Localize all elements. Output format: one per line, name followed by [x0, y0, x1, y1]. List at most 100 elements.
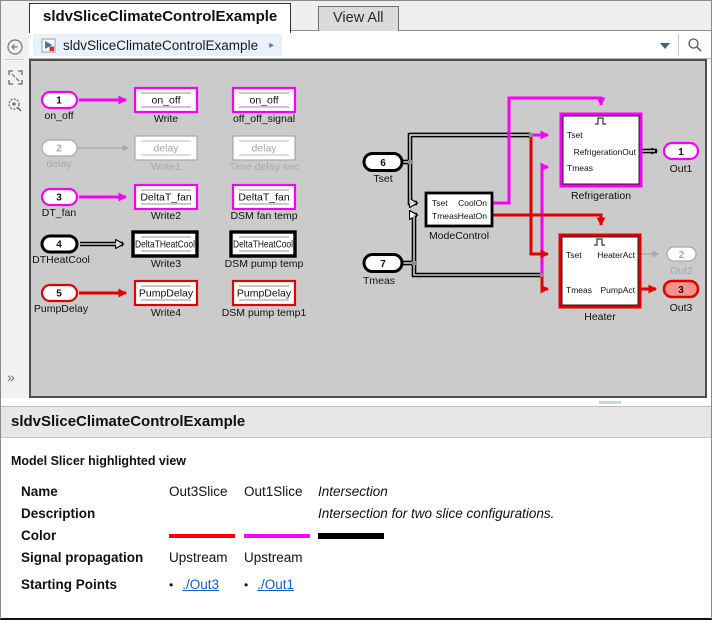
tab-model[interactable]: sldvSliceClimateControlExample [29, 3, 292, 33]
model-canvas[interactable]: 1 2 3 4 5 6 7 on_off delay DT_fan DTHeat… [29, 59, 707, 398]
inport-1 [40, 90, 79, 110]
svg-text:Tmeas: Tmeas [432, 211, 458, 221]
slice2-propagation: Upstream [244, 550, 303, 565]
bullet-icon: • [244, 578, 249, 592]
expand-panel-button[interactable]: » [7, 369, 15, 385]
slice2-name: Out1Slice [244, 484, 303, 499]
refrigeration-label: Refrigeration [571, 190, 631, 202]
slice3-name: Intersection [318, 484, 388, 499]
dsm-blocks[interactable] [229, 86, 297, 307]
block-diagram: 1 2 3 4 5 6 7 on_off delay DT_fan DTHeat… [32, 86, 700, 323]
svg-text:DeltaTHeatCool: DeltaTHeatCool [135, 239, 195, 251]
svg-text:Tset: Tset [373, 173, 392, 185]
slice3-color-swatch [318, 533, 384, 539]
svg-text:Out2: Out2 [670, 265, 693, 277]
trigger-icon [595, 117, 606, 125]
breadcrumb[interactable]: sldvSliceClimateControlExample ▸ [33, 34, 283, 56]
fit-to-view-button[interactable] [5, 67, 25, 87]
outport-1 [662, 141, 700, 161]
inport-4 [40, 234, 79, 254]
block-dsm-pump-temp1 [231, 279, 297, 307]
breadcrumb-bar: sldvSliceClimateControlExample ▸ [29, 31, 711, 59]
tab-view-all[interactable]: View All [318, 6, 399, 32]
modecontrol-label: ModeControl [429, 230, 489, 242]
heater-label: Heater [584, 311, 616, 323]
toolbar-divider [5, 59, 24, 60]
slice1-color-swatch [169, 534, 235, 538]
svg-text:Tmeas: Tmeas [567, 163, 593, 173]
svg-text:Write3: Write3 [151, 258, 181, 270]
svg-text:7: 7 [380, 259, 386, 270]
svg-text:PumpDelay: PumpDelay [139, 288, 194, 300]
datastore-labels: Write Write1 Write2 Write3 Write4 off_of… [151, 113, 307, 319]
svg-text:delay: delay [46, 158, 72, 170]
slice3-starting-point [318, 569, 711, 596]
model-file-icon [41, 38, 56, 52]
svg-text:delay: delay [251, 143, 277, 155]
splitter-grip[interactable] [599, 401, 621, 404]
svg-text:4: 4 [56, 240, 62, 251]
zoom-in-button[interactable] [5, 95, 25, 115]
inport-2 [41, 139, 78, 157]
inport-3 [40, 187, 79, 207]
tab-strip: sldvSliceClimateControlExample View All [29, 1, 711, 33]
svg-text:Out1: Out1 [670, 163, 693, 175]
block-modecontrol[interactable]: Tset Tmeas CoolOn HeatOn [424, 191, 494, 228]
outports[interactable] [662, 141, 700, 299]
breadcrumb-dropdown-button[interactable] [660, 43, 670, 49]
search-button[interactable] [683, 34, 707, 56]
block-dsm-fan-temp [231, 183, 297, 211]
search-icon [688, 38, 702, 52]
datastore-rules [141, 92, 289, 301]
out1-link[interactable]: ./Out1 [257, 577, 294, 592]
wires-out1slice[interactable] [79, 95, 606, 275]
inport-5 [40, 283, 79, 303]
outport-labels: Out1 Out2 Out3 [670, 163, 693, 314]
svg-text:delay: delay [153, 143, 179, 155]
block-off-off-signal [231, 86, 297, 114]
svg-text:DeltaT_fan: DeltaT_fan [238, 192, 290, 204]
back-icon [7, 39, 23, 55]
slicer-properties-panel: Model Slicer highlighted view Name Out3S… [1, 438, 711, 618]
panel-heading: Model Slicer highlighted view [11, 454, 187, 468]
bullet-icon: • [169, 578, 174, 592]
svg-text:Tmeas: Tmeas [363, 275, 395, 287]
svg-text:Out3: Out3 [670, 302, 693, 314]
outport-numbers: 1 2 3 [678, 147, 685, 296]
write-blocks[interactable] [131, 86, 199, 307]
block-heater[interactable]: Tset Tmeas HeaterAct PumpAct [558, 233, 642, 309]
datastore-texts: on_off delay DeltaT_fan DeltaTHeatCool P… [135, 95, 293, 300]
block-time-delay-sec [232, 135, 296, 161]
svg-text:3: 3 [678, 285, 684, 296]
svg-text:Write: Write [154, 113, 178, 125]
svg-text:3: 3 [56, 193, 62, 204]
wires-unhighlighted[interactable] [77, 144, 659, 258]
slice2-description [244, 503, 318, 525]
out3-link[interactable]: ./Out3 [182, 577, 219, 592]
slice-config-table: Name Out3Slice Out1Slice Intersection De… [21, 481, 711, 596]
svg-text:DT_fan: DT_fan [42, 207, 77, 219]
slice1-name: Out3Slice [169, 484, 228, 499]
chevron-right-icon: ▸ [269, 39, 275, 51]
row-label-description: Description [21, 506, 96, 521]
slice1-propagation: Upstream [169, 550, 228, 565]
svg-text:HeaterAct: HeaterAct [597, 250, 635, 260]
svg-text:Write4: Write4 [151, 307, 181, 319]
left-toolbar: » [1, 1, 29, 398]
back-button[interactable] [5, 37, 25, 57]
zoom-in-icon [8, 98, 22, 112]
inports[interactable] [40, 90, 404, 303]
svg-text:PumpAct: PumpAct [601, 285, 636, 295]
breadcrumb-separator [678, 34, 679, 56]
slice3-description: Intersection for two slice configuration… [318, 506, 555, 521]
svg-text:6: 6 [380, 158, 386, 169]
block-write2 [133, 183, 199, 211]
svg-text:2: 2 [679, 250, 685, 261]
wires-out3slice[interactable] [79, 135, 657, 298]
svg-text:5: 5 [56, 289, 62, 300]
block-write3 [131, 230, 199, 258]
svg-text:Time delay sec: Time delay sec [229, 161, 299, 173]
slice2-color-swatch [244, 534, 310, 538]
block-refrigeration[interactable]: Tset Tmeas RefrigerationOut [559, 112, 643, 188]
